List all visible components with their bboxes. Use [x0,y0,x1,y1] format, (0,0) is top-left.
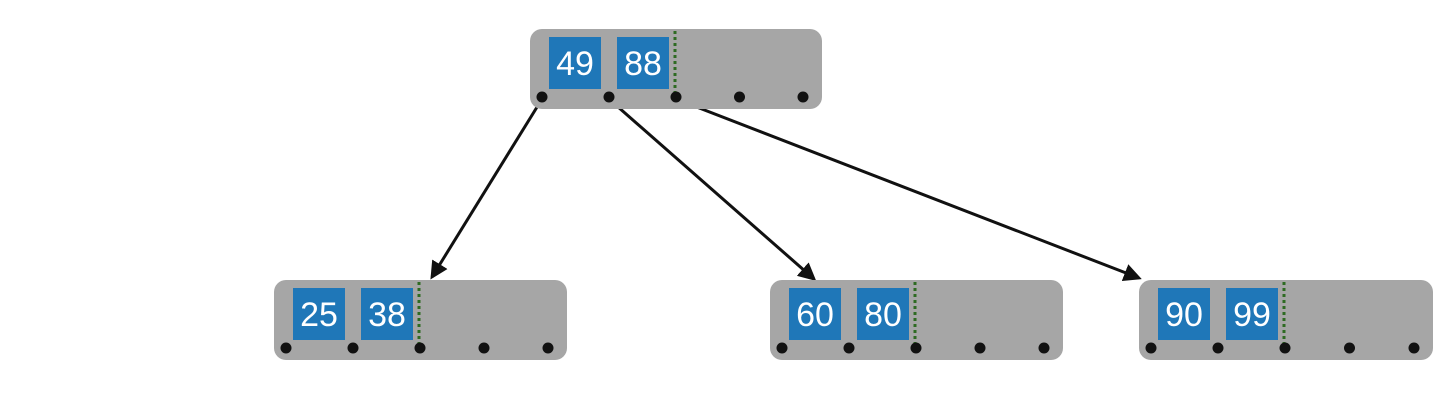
key-cell [617,37,669,89]
key-value: 49 [556,45,594,83]
tree-edge-arrow [675,97,1142,281]
key-value: 88 [624,45,662,83]
pointer-dot [974,342,986,354]
pointer-dot [910,342,922,354]
pointer-dot [1408,342,1420,354]
root-node: 49 88 [530,29,822,109]
pointer-dot [414,342,426,354]
key-value: 80 [864,296,902,334]
key-cell [293,288,345,340]
tree-edge-arrow [608,97,817,281]
pointer-dot [1279,342,1291,354]
key-value: 99 [1233,296,1271,334]
pointer-dot [478,342,490,354]
leaf-node-3: 90 99 [1139,280,1433,360]
pointer-dot [776,342,788,354]
pointer-dot [542,342,554,354]
pointer-dot [670,91,682,103]
key-value: 90 [1165,296,1203,334]
node-background [1139,280,1433,360]
pointer-dot [843,342,855,354]
key-value: 25 [300,296,338,334]
key-cell [361,288,413,340]
pointer-dot [1038,342,1050,354]
pointer-dot [536,91,548,103]
leaf-node-2: 60 80 [770,280,1063,360]
key-cell [1226,288,1278,340]
pointer-dot [734,91,745,103]
key-cell [549,37,601,89]
tree-edge-arrow [430,98,544,280]
leaf-node-1: 25 38 [274,280,567,360]
nodes-layer: 49 88 25 38 60 80 90 99 [274,29,1433,360]
pointer-dot [347,342,359,354]
key-cell [789,288,841,340]
edges-layer [430,97,1142,281]
pointer-dot [280,342,292,354]
key-cell [1158,288,1210,340]
pointer-dot [1145,342,1157,354]
key-cell [857,288,909,340]
key-value: 38 [368,296,406,334]
pointer-dot [603,91,615,103]
pointer-dot [797,91,809,103]
pointer-dot [1212,342,1224,354]
key-value: 60 [796,296,834,334]
pointer-dot [1344,342,1355,354]
